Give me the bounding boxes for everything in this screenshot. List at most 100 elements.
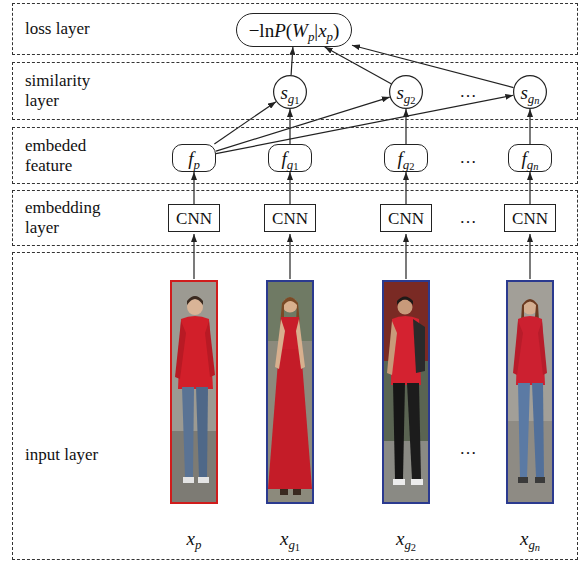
layer-band: loss layer−lnP(Wp|xp) (12, 3, 578, 55)
math-glyph: 2 (411, 541, 416, 552)
math-glyph: | (314, 20, 318, 41)
math-glyph: x (187, 528, 195, 549)
circle-outline (390, 76, 423, 109)
connector-arrow (352, 45, 514, 87)
math-glyph: g (288, 91, 294, 106)
similarity-circle: sg1 (273, 75, 307, 109)
input-name: xg1 (280, 529, 300, 548)
connector-arrow (289, 172, 290, 204)
node-text: CNN (272, 210, 308, 227)
math-glyph: f (188, 148, 193, 169)
layer-band: similarity layersg1sg2sgn (12, 62, 578, 120)
cnn-box: CNN (168, 204, 220, 232)
layer-band: embedding layer CNN CNN CNN CNN (12, 190, 578, 246)
math-glyph: x (318, 20, 326, 41)
math-glyph: 2 (409, 161, 414, 172)
node-text: fgn (522, 149, 539, 168)
math-glyph: ) (333, 20, 339, 41)
layer-band: input layer (12, 252, 578, 560)
node-text: CNN (176, 210, 212, 227)
cnn-box: CNN (504, 204, 556, 232)
input-name: xg2 (396, 529, 416, 548)
math-glyph: g (528, 537, 534, 552)
math-glyph: n (533, 161, 538, 172)
math-glyph: − (249, 20, 260, 41)
node-text: fg2 (398, 149, 415, 168)
math-glyph: x (520, 528, 528, 549)
ellipsis: … (460, 209, 477, 226)
node-text: −lnP(Wp|xp) (249, 21, 340, 40)
layer-band: embeded featurefpfg1fg2fgn (12, 127, 578, 184)
feature-box: fg1 (268, 144, 312, 172)
math-glyph: g (287, 157, 293, 172)
input-name: xgn (520, 529, 540, 548)
math-glyph: s (280, 82, 287, 103)
math-glyph: n (265, 20, 275, 41)
math-glyph: g (404, 537, 410, 552)
layer-name: input layer (25, 445, 121, 465)
math-glyph: P (274, 20, 286, 41)
node-text: sg1 (280, 83, 299, 102)
feature-box: fp (172, 144, 216, 172)
math-glyph: p (195, 537, 201, 552)
math-glyph: g (288, 537, 294, 552)
similarity-circle: sg2 (389, 75, 423, 109)
gallery-image (267, 281, 313, 503)
connector-arrow (405, 172, 406, 204)
ellipsis: … (460, 149, 477, 166)
similarity-circle: sgn (513, 75, 547, 109)
node-text: sgn (520, 83, 539, 102)
math-glyph: W (292, 20, 308, 41)
cnn-box: CNN (264, 204, 316, 232)
feature-box: fg2 (384, 144, 428, 172)
math-glyph: g (404, 91, 410, 106)
node-text: CNN (512, 210, 548, 227)
math-glyph: g (403, 157, 409, 172)
layer-name: embeded feature (25, 136, 121, 175)
circle-outline (514, 76, 547, 109)
math-glyph: x (396, 528, 404, 549)
node-text: fg1 (282, 149, 299, 168)
cnn-box: CNN (380, 204, 432, 232)
ellipsis: … (460, 83, 477, 100)
math-glyph: g (527, 157, 533, 172)
feature-box: fgn (508, 144, 552, 172)
ellipsis: … (460, 440, 477, 457)
connector-arrow (214, 102, 276, 144)
math-glyph: l (259, 20, 264, 41)
math-glyph: p (327, 29, 333, 44)
math-glyph: n (534, 95, 539, 106)
layer-name: loss layer (25, 19, 121, 39)
input-arrows (194, 234, 530, 279)
input-name: xp (187, 529, 202, 548)
math-glyph: p (193, 157, 199, 172)
layer-name: similarity layer (25, 71, 121, 110)
math-glyph: f (282, 148, 287, 169)
loss-box: −lnP(Wp|xp) (236, 13, 352, 47)
connector-arrow (193, 172, 194, 204)
node-text: CNN (388, 210, 424, 227)
math-glyph: f (398, 148, 403, 169)
node-text: sg2 (396, 83, 415, 102)
math-glyph: g (528, 91, 534, 106)
circle-outline (274, 76, 307, 109)
math-glyph: p (308, 29, 314, 44)
layer-name: embedding layer (25, 198, 121, 237)
math-glyph: n (535, 541, 540, 552)
math-glyph: 1 (295, 541, 300, 552)
math-glyph: 1 (294, 95, 299, 106)
probe-image (171, 281, 217, 503)
gallery-image (383, 281, 429, 503)
math-glyph: 1 (293, 161, 298, 172)
math-glyph: s (396, 82, 403, 103)
math-glyph: ( (286, 20, 292, 41)
node-text: fp (188, 149, 200, 168)
math-glyph: 2 (410, 95, 415, 106)
math-glyph: f (522, 148, 527, 169)
math-glyph: s (520, 82, 527, 103)
gallery-image (507, 281, 553, 503)
connector-arrow (216, 95, 513, 153)
math-glyph: x (280, 528, 288, 549)
connector-arrow (529, 172, 530, 204)
